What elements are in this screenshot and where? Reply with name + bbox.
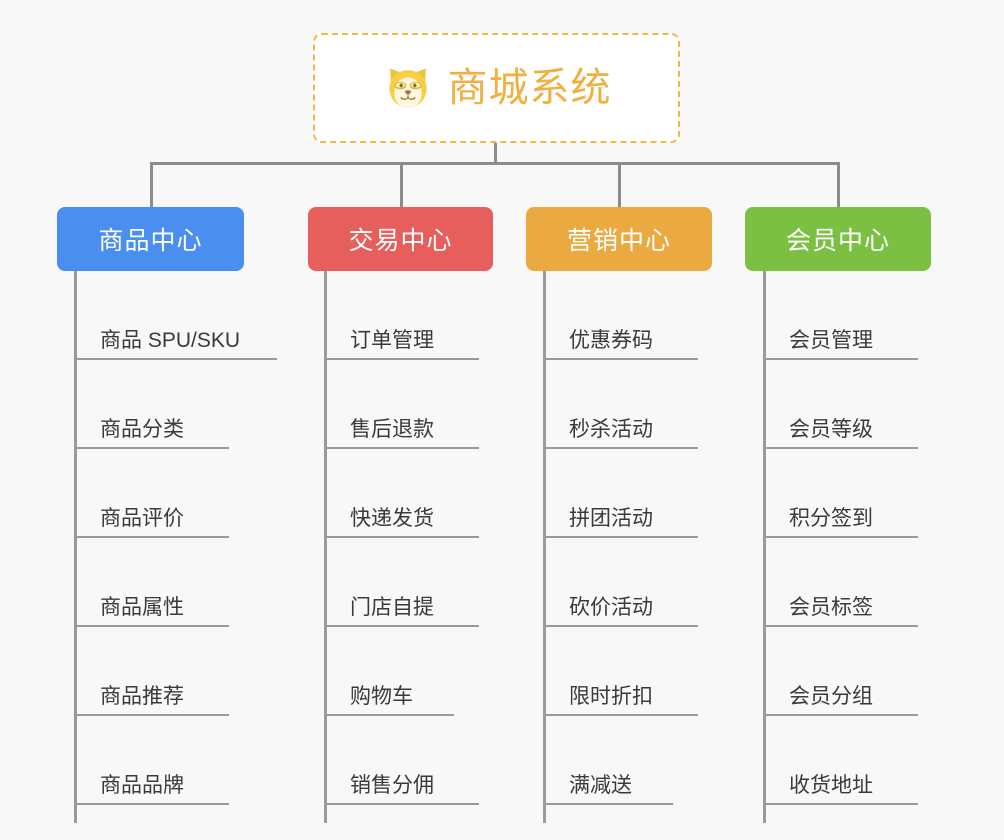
leaf-label: 会员管理 bbox=[789, 329, 873, 352]
leaf-underline bbox=[324, 536, 479, 538]
leaf-label: 会员等级 bbox=[789, 418, 873, 441]
leaf-item[interactable]: 限时折扣 bbox=[543, 627, 698, 716]
leaf-label: 订单管理 bbox=[350, 329, 434, 352]
leaf-underline bbox=[763, 714, 918, 716]
connector-drop-2 bbox=[400, 162, 403, 208]
connector-drop-1 bbox=[150, 162, 153, 208]
leaf-item[interactable]: 快递发货 bbox=[324, 449, 479, 538]
leaf-item[interactable]: 售后退款 bbox=[324, 360, 479, 449]
category-label-1: 商品中心 bbox=[98, 227, 203, 255]
leaf-label: 快递发货 bbox=[350, 507, 434, 530]
category-box-3[interactable]: 营销中心 bbox=[526, 207, 712, 271]
leaf-underline bbox=[74, 714, 229, 716]
leaf-label: 会员标签 bbox=[789, 596, 873, 619]
leaf-underline bbox=[543, 625, 698, 627]
leaf-underline bbox=[543, 714, 698, 716]
leaf-label: 满减送 bbox=[569, 774, 632, 797]
leaf-item[interactable]: 会员管理 bbox=[763, 271, 918, 360]
leaf-underline bbox=[543, 447, 698, 449]
leaf-item[interactable]: 商品品牌 bbox=[74, 716, 229, 805]
leaf-underline bbox=[74, 803, 229, 805]
category-box-2[interactable]: 交易中心 bbox=[308, 207, 493, 271]
leaf-underline bbox=[763, 803, 918, 805]
leaf-underline bbox=[74, 358, 277, 360]
leaf-item[interactable]: 满减送 bbox=[543, 716, 673, 805]
leaf-underline bbox=[324, 714, 454, 716]
leaf-label: 销售分佣 bbox=[350, 774, 434, 797]
leaf-underline bbox=[763, 358, 918, 360]
leaf-label: 会员分组 bbox=[789, 685, 873, 708]
leaf-item[interactable]: 会员等级 bbox=[763, 360, 918, 449]
leaf-underline bbox=[543, 803, 673, 805]
leaf-underline bbox=[543, 536, 698, 538]
connector-horizontal-bus bbox=[150, 162, 840, 165]
leaf-label: 售后退款 bbox=[350, 418, 434, 441]
leaf-underline bbox=[324, 625, 479, 627]
leaf-item[interactable]: 会员标签 bbox=[763, 538, 918, 627]
leaf-item[interactable]: 订单管理 bbox=[324, 271, 479, 360]
leaf-item[interactable]: 商品 SPU/SKU bbox=[74, 271, 277, 360]
leaf-label: 优惠券码 bbox=[569, 329, 653, 352]
leaf-label: 秒杀活动 bbox=[569, 418, 653, 441]
connector-drop-3 bbox=[618, 162, 621, 208]
leaf-underline bbox=[763, 625, 918, 627]
category-box-4[interactable]: 会员中心 bbox=[745, 207, 931, 271]
leaf-item[interactable]: 销售分佣 bbox=[324, 716, 479, 805]
leaf-label: 商品属性 bbox=[100, 596, 184, 619]
leaf-label: 商品推荐 bbox=[100, 685, 184, 708]
leaf-label: 积分签到 bbox=[789, 507, 873, 530]
leaf-item[interactable]: 收货地址 bbox=[763, 716, 918, 805]
leaf-item[interactable]: 拼团活动 bbox=[543, 449, 698, 538]
leaf-item[interactable]: 砍价活动 bbox=[543, 538, 698, 627]
dog-face-icon bbox=[382, 62, 434, 114]
leaf-underline bbox=[74, 536, 229, 538]
leaf-label: 商品分类 bbox=[100, 418, 184, 441]
leaf-item[interactable]: 商品分类 bbox=[74, 360, 229, 449]
leaf-label: 砍价活动 bbox=[569, 596, 653, 619]
branch-trunk-4 bbox=[763, 271, 766, 823]
branch-trunk-3 bbox=[543, 271, 546, 823]
leaf-underline bbox=[543, 358, 698, 360]
leaf-underline bbox=[763, 447, 918, 449]
connector-root-stem bbox=[494, 143, 497, 165]
root-label: 商城系统 bbox=[447, 66, 612, 110]
leaf-underline bbox=[74, 625, 229, 627]
leaf-label: 商品评价 bbox=[100, 507, 184, 530]
leaf-item[interactable]: 购物车 bbox=[324, 627, 454, 716]
branch-2: 订单管理 售后退款 快递发货 门店自提 购物车 销售分佣 bbox=[324, 271, 524, 831]
leaf-underline bbox=[74, 447, 229, 449]
branch-3: 优惠券码 秒杀活动 拼团活动 砍价活动 限时折扣 满减送 bbox=[543, 271, 743, 831]
leaf-label: 拼团活动 bbox=[569, 507, 653, 530]
branch-1: 商品 SPU/SKU 商品分类 商品评价 商品属性 商品推荐 商品品牌 bbox=[74, 271, 294, 831]
leaf-item[interactable]: 商品属性 bbox=[74, 538, 229, 627]
leaf-underline bbox=[324, 358, 479, 360]
leaf-item[interactable]: 优惠券码 bbox=[543, 271, 698, 360]
leaf-label: 限时折扣 bbox=[569, 685, 653, 708]
root-node[interactable]: 商城系统 bbox=[313, 33, 680, 143]
branch-trunk-2 bbox=[324, 271, 327, 823]
leaf-item[interactable]: 门店自提 bbox=[324, 538, 479, 627]
category-label-3: 营销中心 bbox=[566, 227, 671, 255]
leaf-item[interactable]: 会员分组 bbox=[763, 627, 918, 716]
category-label-4: 会员中心 bbox=[785, 227, 890, 255]
leaf-label: 商品 SPU/SKU bbox=[100, 329, 241, 352]
leaf-item[interactable]: 秒杀活动 bbox=[543, 360, 698, 449]
category-label-2: 交易中心 bbox=[348, 227, 453, 255]
branch-4: 会员管理 会员等级 积分签到 会员标签 会员分组 收货地址 bbox=[763, 271, 963, 831]
leaf-label: 门店自提 bbox=[350, 596, 434, 619]
connector-drop-4 bbox=[837, 162, 840, 208]
leaf-item[interactable]: 积分签到 bbox=[763, 449, 918, 538]
leaf-label: 收货地址 bbox=[789, 774, 873, 797]
branch-trunk-1 bbox=[74, 271, 77, 823]
leaf-item[interactable]: 商品评价 bbox=[74, 449, 229, 538]
category-box-1[interactable]: 商品中心 bbox=[57, 207, 244, 271]
leaf-underline bbox=[324, 803, 479, 805]
leaf-label: 商品品牌 bbox=[100, 774, 184, 797]
leaf-underline bbox=[324, 447, 479, 449]
leaf-label: 购物车 bbox=[350, 685, 413, 708]
leaf-item[interactable]: 商品推荐 bbox=[74, 627, 229, 716]
leaf-underline bbox=[763, 536, 918, 538]
